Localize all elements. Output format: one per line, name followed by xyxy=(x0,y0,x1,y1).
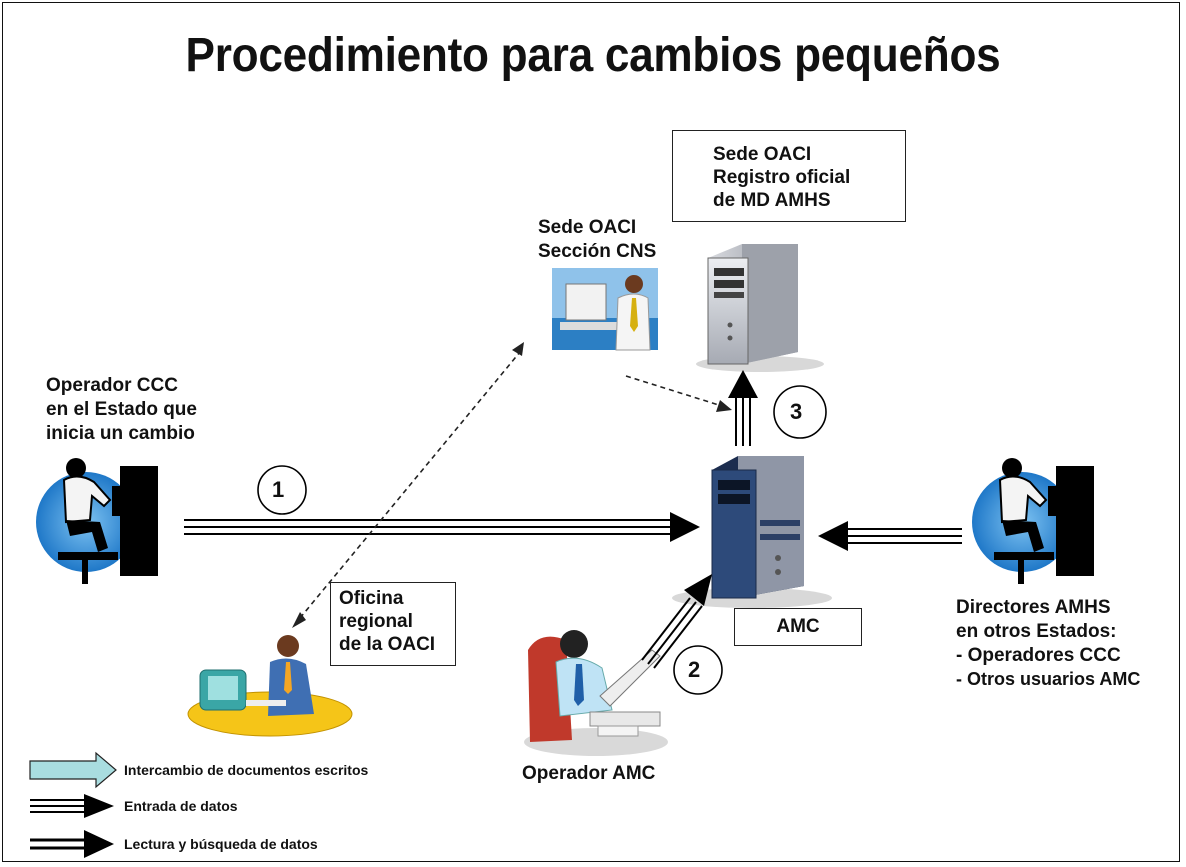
registry-server-icon xyxy=(696,244,824,372)
cns-section-picture xyxy=(552,268,658,351)
registry-line-1: Sede OACI xyxy=(713,144,812,165)
directors-line-1: Directores AMHS xyxy=(956,597,1111,618)
legend-arrow-read xyxy=(30,830,114,858)
ccc-operator-line-1: Operador CCC xyxy=(46,375,178,396)
ccc-operator-line-3: inicia un cambio xyxy=(46,423,195,444)
step-3-circle xyxy=(773,385,827,439)
amc-operator-picture xyxy=(524,630,668,756)
amc-label: AMC xyxy=(776,616,820,637)
cns-line-2: Sección CNS xyxy=(538,241,657,262)
step-1-label: 1 xyxy=(272,477,285,502)
dashed-link-regional-cns xyxy=(292,342,524,628)
legend-arrow-entry xyxy=(30,794,114,818)
amc-operator-label: Operador AMC xyxy=(522,763,656,784)
registry-line-2: Registro oficial xyxy=(713,167,851,188)
directors-line-2: en otros Estados: xyxy=(956,621,1117,642)
amc-server-icon xyxy=(672,456,832,608)
amc-label-box: AMC xyxy=(734,608,862,646)
step-1-circle xyxy=(257,465,307,515)
diagram-title: Procedimiento para cambios pequeños xyxy=(185,29,1001,82)
legend-arrow-written xyxy=(29,751,117,789)
registry-label-box: Sede OACI Registro oficial de MD AMHS xyxy=(672,130,906,222)
directors-line-4: - Otros usuarios AMC xyxy=(956,669,1141,689)
cns-line-1: Sede OACI xyxy=(538,217,637,238)
regional-office-label-box: Oficina regional de la OACI xyxy=(330,582,456,666)
arrow-amc-operator-to-amc xyxy=(641,574,712,669)
directors-icon xyxy=(972,458,1094,584)
step-2-label: 2 xyxy=(688,657,701,682)
registry-line-3: de MD AMHS xyxy=(713,190,831,211)
step-3-label: 3 xyxy=(790,399,803,424)
legend-written-docs: Intercambio de documentos escritos xyxy=(124,762,369,778)
regional-line-3: de la OACI xyxy=(339,634,436,655)
regional-line-2: regional xyxy=(339,611,413,632)
step-2-circle xyxy=(673,645,723,695)
arrow-amc-to-registry xyxy=(728,370,758,446)
legend-data-read: Lectura y búsqueda de datos xyxy=(124,836,318,852)
regional-office-picture xyxy=(187,635,353,737)
legend-data-entry: Entrada de datos xyxy=(124,798,238,814)
dashed-link-cns-amc xyxy=(625,375,732,412)
arrow-directors-to-amc xyxy=(818,521,962,551)
ccc-operator-icon xyxy=(36,458,158,584)
ccc-operator-line-2: en el Estado que xyxy=(46,399,197,420)
regional-line-1: Oficina xyxy=(339,588,404,609)
arrow-ccc-to-amc xyxy=(184,512,700,542)
directors-line-3: - Operadores CCC xyxy=(956,645,1121,666)
